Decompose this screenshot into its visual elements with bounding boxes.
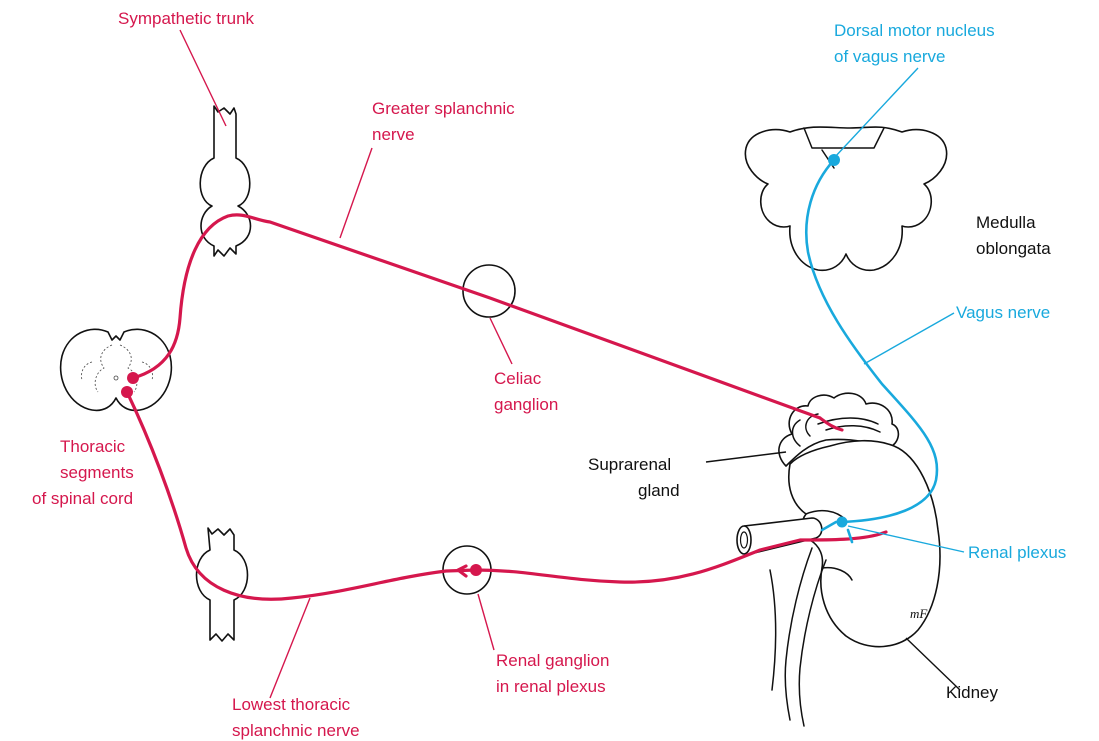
label-medulla-line2: oblongata: [976, 239, 1051, 258]
renal-vessels: [737, 518, 826, 726]
label-sympathetic-trunk: Sympathetic trunk: [118, 9, 255, 28]
label-thoracic-line3: of spinal cord: [32, 489, 133, 508]
spinal-neuron-dot-lower: [121, 386, 133, 398]
leader-suprarenal: [706, 452, 786, 462]
label-suprarenal-line1: Suprarenal: [588, 455, 671, 474]
label-greater-splanchnic-line2: nerve: [372, 125, 415, 144]
label-lowest-thoracic-line2: splanchnic nerve: [232, 721, 360, 740]
label-kidney: Kidney: [946, 683, 998, 702]
label-lowest-thoracic-line1: Lowest thoracic: [232, 695, 351, 714]
renal-plexus-dot: [837, 517, 848, 528]
label-renal-ganglion-line2: in renal plexus: [496, 677, 606, 696]
label-greater-splanchnic-line1: Greater splanchnic: [372, 99, 515, 118]
dorsal-motor-nucleus-dot: [828, 154, 840, 166]
label-thoracic-line1: Thoracic: [60, 437, 126, 456]
label-vagus-nerve: Vagus nerve: [956, 303, 1050, 322]
leader-lowest-thoracic: [270, 598, 310, 698]
label-suprarenal-line2: gland: [638, 481, 680, 500]
leader-celiac: [490, 318, 512, 364]
leader-renal-ganglion: [478, 594, 494, 650]
label-renal-plexus: Renal plexus: [968, 543, 1066, 562]
spinal-neuron-dot-upper: [127, 372, 139, 384]
leader-sympathetic-trunk: [180, 30, 226, 126]
label-renal-ganglion-line1: Renal ganglion: [496, 651, 609, 670]
leader-greater-splanchnic: [340, 148, 372, 238]
label-thoracic-line2: segments: [60, 463, 134, 482]
upper-sympathetic-trunk: [200, 106, 250, 256]
label-medulla-line1: Medulla: [976, 213, 1036, 232]
medulla-oblongata: [745, 127, 946, 270]
label-dorsal-motor-line1: Dorsal motor nucleus: [834, 21, 995, 40]
artist-signature: mF: [910, 606, 928, 621]
renal-ganglion-dot: [470, 564, 482, 576]
leader-vagus-nerve: [864, 313, 954, 364]
label-dorsal-motor-line2: of vagus nerve: [834, 47, 946, 66]
lower-sympathetic-trunk: [197, 528, 248, 641]
label-celiac-line2: ganglion: [494, 395, 558, 414]
label-celiac-line1: Celiac: [494, 369, 542, 388]
